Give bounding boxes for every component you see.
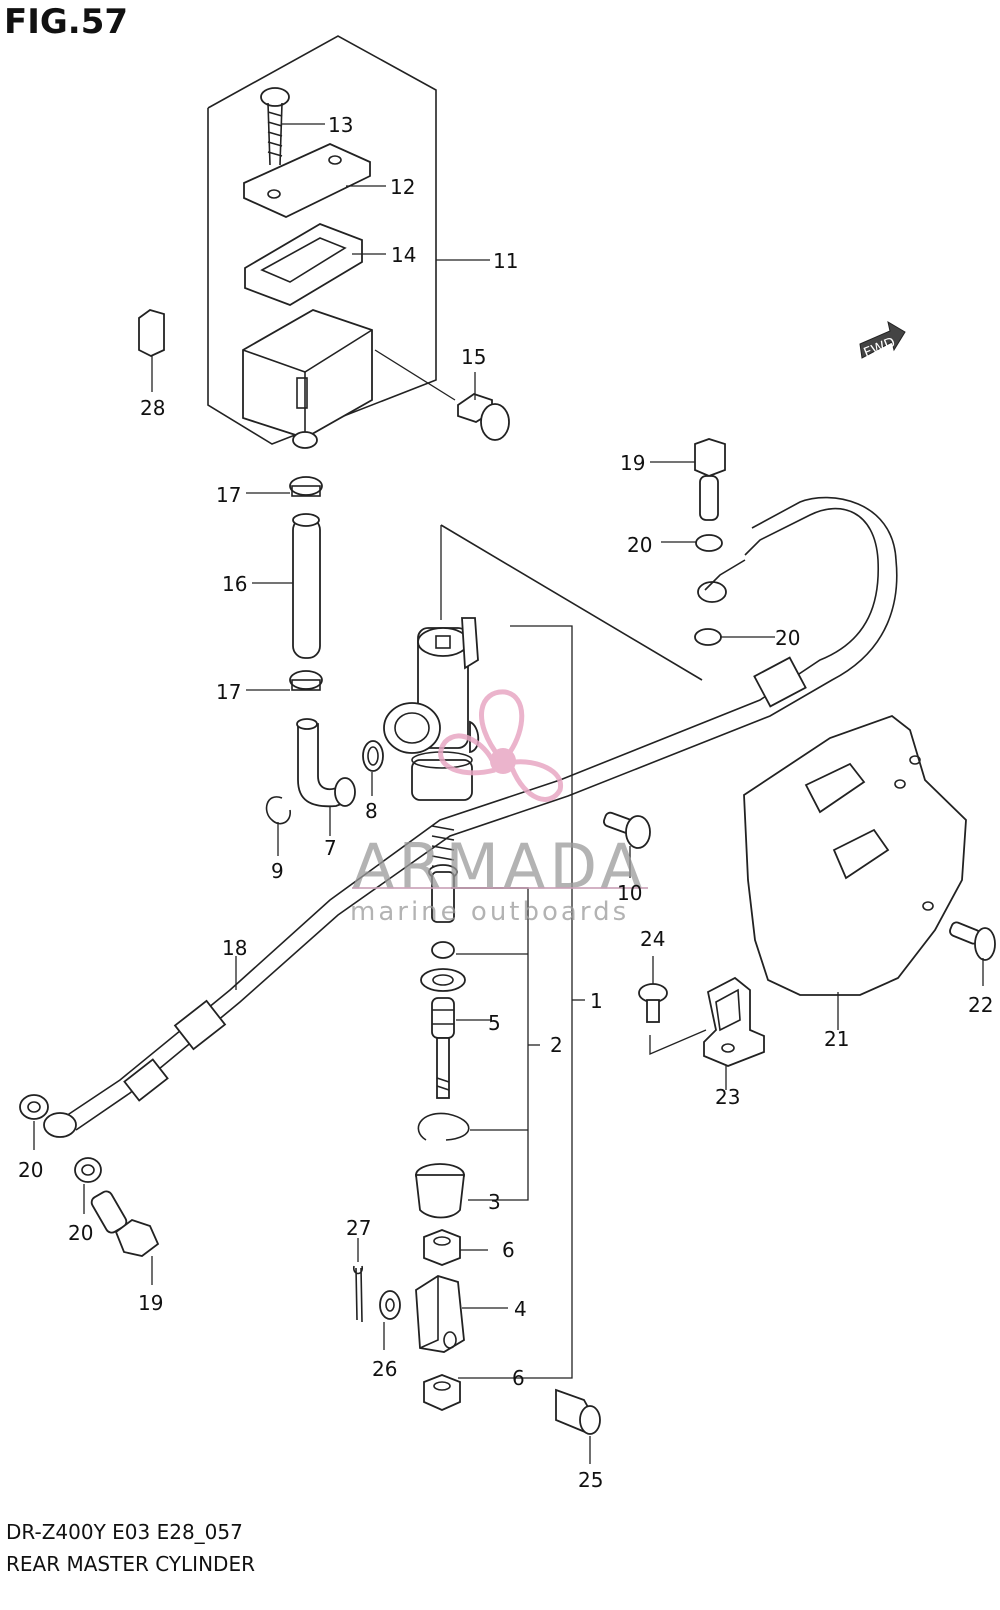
part-26-washer	[379, 1290, 401, 1320]
part-28-clip	[138, 309, 165, 357]
callout-9: 9	[271, 859, 284, 883]
watermark-logo	[438, 689, 563, 802]
callout-19-top: 19	[620, 451, 645, 475]
part-17-clamp-top	[289, 476, 323, 497]
part-22-bolt	[949, 921, 996, 961]
callout-6-upper: 6	[502, 1238, 515, 1262]
callout-20-left: 20	[18, 1158, 43, 1182]
reservoir-body	[242, 309, 373, 449]
piston-spring	[420, 825, 466, 992]
callout-23: 23	[715, 1085, 740, 1109]
master-cylinder-body	[383, 524, 703, 801]
callout-8: 8	[365, 799, 378, 823]
part-3-boot	[414, 1163, 466, 1219]
callout-22: 22	[968, 993, 993, 1017]
callout-16: 16	[222, 572, 247, 596]
callout-2: 2	[550, 1033, 563, 1057]
part-5-pushrod	[431, 997, 455, 1099]
watermark: ARMADA marine outboards	[350, 689, 648, 927]
part-19-union-bolt-lower	[90, 1190, 160, 1257]
leader-lines	[33, 123, 984, 1464]
part-4-clevis	[415, 1275, 465, 1353]
callout-labels: 13 12 14 11 28 15 19 20 20 17 16 17 8 7 …	[18, 113, 993, 1492]
callout-26: 26	[372, 1357, 397, 1381]
callout-14: 14	[391, 243, 416, 267]
part-7-elbow	[296, 718, 356, 808]
watermark-brand: ARMADA	[352, 830, 646, 903]
callout-18: 18	[222, 936, 247, 960]
callout-12: 12	[390, 175, 415, 199]
part-14-diaphragm	[244, 223, 363, 306]
part-10-bolt	[603, 811, 651, 849]
callout-10: 10	[617, 881, 642, 905]
part-15-bolt	[374, 349, 510, 441]
snap-ring	[417, 1112, 470, 1141]
fwd-label: FWD	[862, 335, 898, 362]
part-16-tube	[292, 513, 321, 659]
part-20-washer-top	[695, 534, 723, 552]
part-24-screw	[638, 983, 668, 1023]
model-code: DR-Z400Y E03 E28_057	[6, 1520, 243, 1544]
callout-21: 21	[824, 1027, 849, 1051]
part-23-hose-holder	[703, 976, 765, 1067]
part-20-washer-left	[19, 1094, 49, 1120]
part-17-clamp-bottom	[289, 670, 323, 691]
callout-5: 5	[488, 1011, 501, 1035]
callout-4: 4	[514, 1297, 527, 1321]
callout-24: 24	[640, 927, 665, 951]
callout-11: 11	[493, 249, 518, 273]
part-18-brake-hose	[43, 496, 898, 1138]
part-25-pin	[555, 1388, 601, 1435]
fwd-arrow: FWD	[859, 320, 906, 362]
part-13-screw	[260, 87, 290, 166]
part-6-nut-upper	[423, 1229, 461, 1266]
part-27-cotter-pin	[353, 1265, 363, 1323]
part-8-o-ring	[362, 740, 384, 772]
part-19-union-bolt-top	[694, 438, 726, 521]
part-12-cap-plate	[243, 143, 371, 218]
part-6-nut-lower	[423, 1374, 461, 1411]
callout-13: 13	[328, 113, 353, 137]
callout-28: 28	[140, 396, 165, 420]
callout-7: 7	[324, 836, 337, 860]
part-21-guard	[743, 714, 967, 996]
callout-25: 25	[578, 1468, 603, 1492]
figure-title: FIG.57	[4, 2, 129, 42]
part-20-washer-left2	[74, 1157, 102, 1183]
watermark-tagline: marine outboards	[350, 897, 629, 927]
callout-27: 27	[346, 1216, 371, 1240]
callout-17-bottom: 17	[216, 680, 241, 704]
callout-1: 1	[590, 989, 603, 1013]
part-9-circlip	[265, 796, 291, 825]
reservoir-assembly-outline	[207, 35, 437, 445]
part-20-washer-mid	[694, 628, 722, 646]
callout-20-top: 20	[627, 533, 652, 557]
callout-19-lower: 19	[138, 1291, 163, 1315]
callout-3: 3	[488, 1190, 501, 1214]
callout-20-left2: 20	[68, 1221, 93, 1245]
figure-caption: REAR MASTER CYLINDER	[6, 1552, 255, 1576]
callout-15: 15	[461, 345, 486, 369]
callout-20-mid: 20	[775, 626, 800, 650]
callout-6-lower: 6	[512, 1366, 525, 1390]
callout-17-top: 17	[216, 483, 241, 507]
